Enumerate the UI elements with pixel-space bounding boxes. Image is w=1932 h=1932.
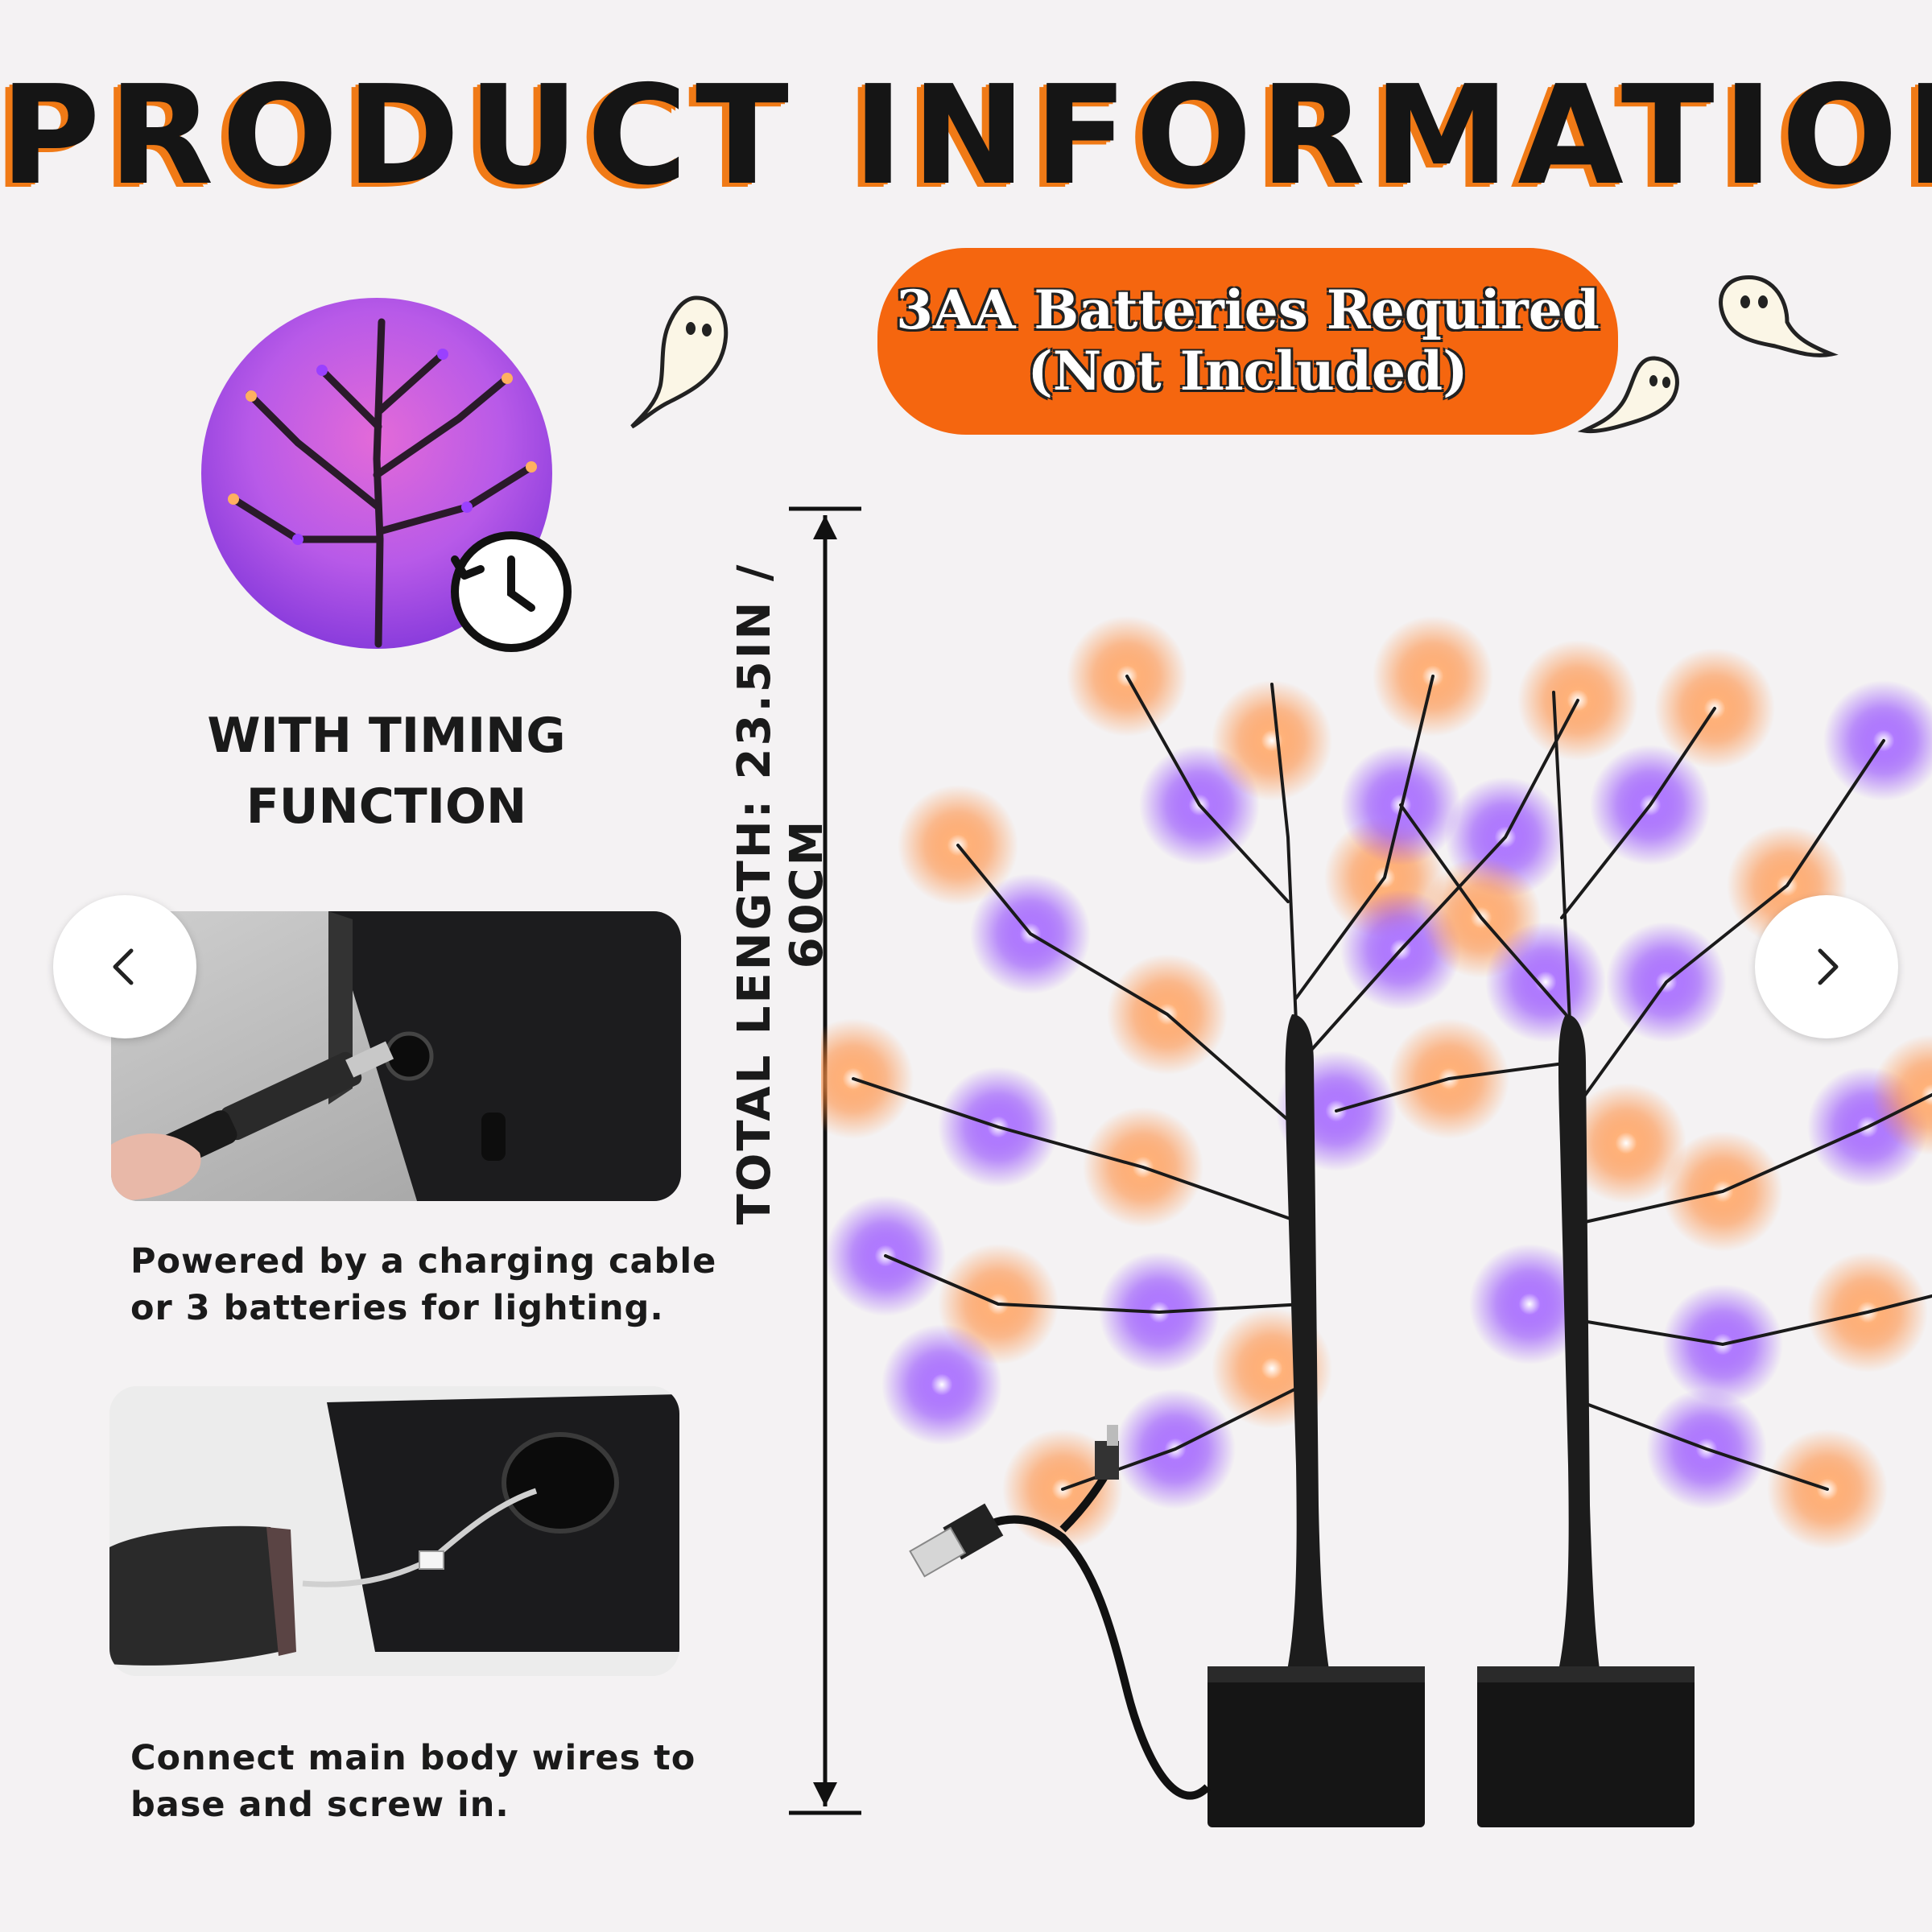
badge-line-2: (Not Included) <box>1027 340 1468 402</box>
power-caption: Powered by a charging cable or 3 batteri… <box>130 1238 742 1331</box>
purple-light <box>1823 680 1932 801</box>
power-caption-line-1: Powered by a charging cable <box>130 1241 717 1282</box>
purple-light <box>1469 1244 1590 1364</box>
purple-light <box>1485 922 1606 1042</box>
battery-badge: 3AA Batteries Required (Not Included) <box>877 248 1618 435</box>
carousel-prev-button[interactable] <box>53 895 196 1038</box>
timing-feature-label: WITH TIMING FUNCTION <box>137 700 636 842</box>
chevron-right-icon <box>1818 948 1839 985</box>
timing-label-line-2: FUNCTION <box>246 778 527 835</box>
ghost-icon <box>1578 356 1679 434</box>
base-connection-photo <box>109 1386 679 1676</box>
carousel-next-button[interactable] <box>1755 895 1898 1038</box>
orange-light <box>821 1018 914 1139</box>
chevron-left-icon <box>113 948 134 985</box>
timer-clock-icon <box>451 531 572 652</box>
connect-caption-line-1: Connect main body wires to <box>130 1738 696 1778</box>
power-caption-line-2: or 3 batteries for lighting. <box>130 1288 664 1328</box>
usb-cable-icon <box>909 1425 1211 1800</box>
badge-line-1: 3AA Batteries Required <box>896 279 1600 342</box>
orange-light <box>1872 1034 1932 1155</box>
ghost-icon <box>1719 275 1839 357</box>
total-length-label: TOTAL LENGTH: 23.5IN / 60CM <box>729 562 833 1225</box>
timing-label-line-1: WITH TIMING <box>207 708 566 764</box>
charging-port-photo <box>111 911 681 1201</box>
connect-caption-line-2: base and screw in. <box>130 1785 510 1825</box>
orange-light <box>1566 1083 1686 1203</box>
dimension-line <box>789 506 861 1815</box>
orange-light <box>1212 680 1332 801</box>
connect-caption: Connect main body wires to base and scre… <box>130 1735 742 1828</box>
page-title: PRODUCT INFORMATION <box>0 56 1932 216</box>
purple-light <box>881 1324 1002 1445</box>
lighted-trees-photo <box>821 616 1932 1827</box>
ghost-icon <box>630 295 729 429</box>
